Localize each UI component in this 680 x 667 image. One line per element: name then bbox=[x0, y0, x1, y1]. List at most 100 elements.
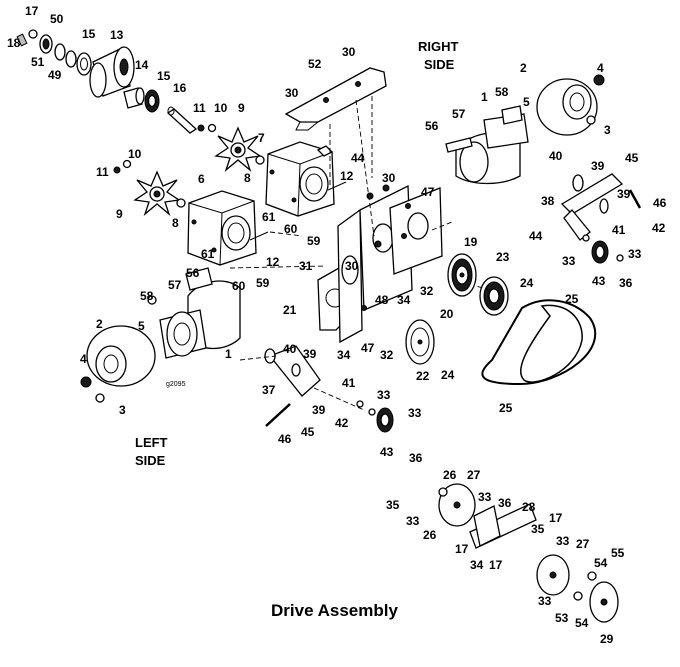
callout-41: 41 bbox=[342, 376, 356, 390]
callout-r-23: 23 bbox=[496, 250, 510, 264]
shaft-bearing-stack bbox=[16, 29, 198, 134]
callout-49: 49 bbox=[48, 68, 62, 82]
callout-r-29: 29 bbox=[600, 632, 614, 646]
right-side-label-line1: RIGHT bbox=[418, 39, 459, 54]
fan-pulley-upper bbox=[197, 123, 265, 172]
construction-lines bbox=[229, 96, 491, 411]
callout-30: 30 bbox=[342, 45, 356, 59]
callout-labels: 17 18 50 51 49 15 13 14 15 16 11 10 9 11… bbox=[7, 4, 667, 646]
callout-r-33: 33 bbox=[628, 247, 642, 261]
drive-belt bbox=[481, 299, 597, 386]
callout-39: 39 bbox=[303, 347, 317, 361]
left-motor bbox=[147, 267, 241, 359]
callout-12: 12 bbox=[340, 169, 354, 183]
callout-48: 48 bbox=[375, 293, 389, 307]
callout-6: 6 bbox=[198, 172, 205, 186]
right-wheel bbox=[536, 74, 605, 136]
left-side-label-line2: SIDE bbox=[135, 453, 166, 468]
callout-r-53: 53 bbox=[555, 611, 569, 625]
callout-59b: 59 bbox=[256, 276, 270, 290]
left-side-label-line1: LEFT bbox=[135, 435, 168, 450]
callout-12b: 12 bbox=[266, 255, 280, 269]
right-idler bbox=[560, 173, 642, 264]
callout-r-24b: 24 bbox=[441, 368, 455, 382]
callout-13: 13 bbox=[110, 28, 124, 42]
callout-18: 18 bbox=[7, 36, 21, 50]
callout-r-33f: 33 bbox=[538, 594, 552, 608]
callout-r-36b: 36 bbox=[498, 496, 512, 510]
callout-15: 15 bbox=[82, 27, 96, 41]
callout-r-25: 25 bbox=[565, 292, 579, 306]
callout-58: 58 bbox=[140, 289, 154, 303]
callout-5: 5 bbox=[138, 319, 145, 333]
callout-r-33d: 33 bbox=[478, 490, 492, 504]
callout-10: 10 bbox=[214, 101, 228, 115]
callout-r-19: 19 bbox=[464, 235, 478, 249]
callout-33: 33 bbox=[377, 388, 391, 402]
callout-r-22: 22 bbox=[416, 369, 430, 383]
callout-r-46: 46 bbox=[653, 196, 667, 210]
callout-r-20: 20 bbox=[440, 307, 454, 321]
callout-61: 61 bbox=[262, 210, 276, 224]
callout-r-17: 17 bbox=[549, 511, 563, 525]
callout-r-33b: 33 bbox=[562, 254, 576, 268]
callout-32: 32 bbox=[420, 284, 434, 298]
callout-37: 37 bbox=[262, 383, 276, 397]
callout-r-17c: 17 bbox=[489, 558, 503, 572]
callout-40: 40 bbox=[283, 342, 297, 356]
right-side-label-line2: SIDE bbox=[424, 57, 455, 72]
callout-r-2: 2 bbox=[520, 61, 527, 75]
callout-57: 57 bbox=[168, 278, 182, 292]
callout-30c: 30 bbox=[382, 171, 396, 185]
callout-r-36: 36 bbox=[619, 276, 633, 290]
callout-43: 43 bbox=[380, 445, 394, 459]
callout-42: 42 bbox=[335, 416, 349, 430]
reference-code: g2095 bbox=[166, 381, 186, 388]
callout-r-3: 3 bbox=[604, 123, 611, 137]
callout-r-44: 44 bbox=[529, 229, 543, 243]
wheel-hub-assembly bbox=[438, 483, 619, 623]
callout-r-26: 26 bbox=[443, 468, 457, 482]
callout-r-54b: 54 bbox=[575, 616, 589, 630]
callout-34: 34 bbox=[397, 293, 411, 307]
left-wheel bbox=[80, 325, 156, 403]
callout-r-27b: 27 bbox=[576, 537, 590, 551]
callout-r-28: 28 bbox=[522, 500, 536, 514]
callout-r-17b: 17 bbox=[455, 542, 469, 556]
callout-r-39: 39 bbox=[591, 159, 605, 173]
callout-10b: 10 bbox=[128, 147, 142, 161]
callout-r-24: 24 bbox=[520, 276, 534, 290]
left-idler bbox=[264, 345, 394, 433]
callout-15b: 15 bbox=[157, 69, 171, 83]
callout-21: 21 bbox=[283, 303, 297, 317]
callout-r-42: 42 bbox=[652, 221, 666, 235]
callout-8: 8 bbox=[172, 216, 179, 230]
callout-r-4: 4 bbox=[597, 61, 604, 75]
callout-44: 44 bbox=[351, 151, 365, 165]
callout-59: 59 bbox=[307, 234, 321, 248]
callout-2: 2 bbox=[96, 317, 103, 331]
callout-r-27: 27 bbox=[467, 468, 481, 482]
callout-61b: 61 bbox=[201, 247, 215, 261]
callout-r-5: 5 bbox=[523, 95, 530, 109]
callout-r-57: 57 bbox=[452, 107, 466, 121]
callout-r-54: 54 bbox=[594, 556, 608, 570]
callout-r-58: 58 bbox=[495, 85, 509, 99]
callout-47: 47 bbox=[421, 185, 435, 199]
callout-r-33e: 33 bbox=[556, 534, 570, 548]
callout-31: 31 bbox=[299, 259, 313, 273]
callout-r-34: 34 bbox=[470, 558, 484, 572]
callout-9b: 9 bbox=[116, 207, 123, 221]
center-frame bbox=[317, 184, 443, 344]
gearbox-upper bbox=[265, 141, 347, 217]
callout-60: 60 bbox=[284, 222, 298, 236]
callout-30b: 30 bbox=[285, 86, 299, 100]
pulley-22 bbox=[405, 319, 435, 365]
callout-51: 51 bbox=[31, 55, 45, 69]
callout-r-45: 45 bbox=[625, 151, 639, 165]
gearbox-lower bbox=[187, 190, 269, 266]
callout-r-56: 56 bbox=[425, 119, 439, 133]
callout-r-1: 1 bbox=[481, 90, 488, 104]
callout-52: 52 bbox=[308, 57, 322, 71]
